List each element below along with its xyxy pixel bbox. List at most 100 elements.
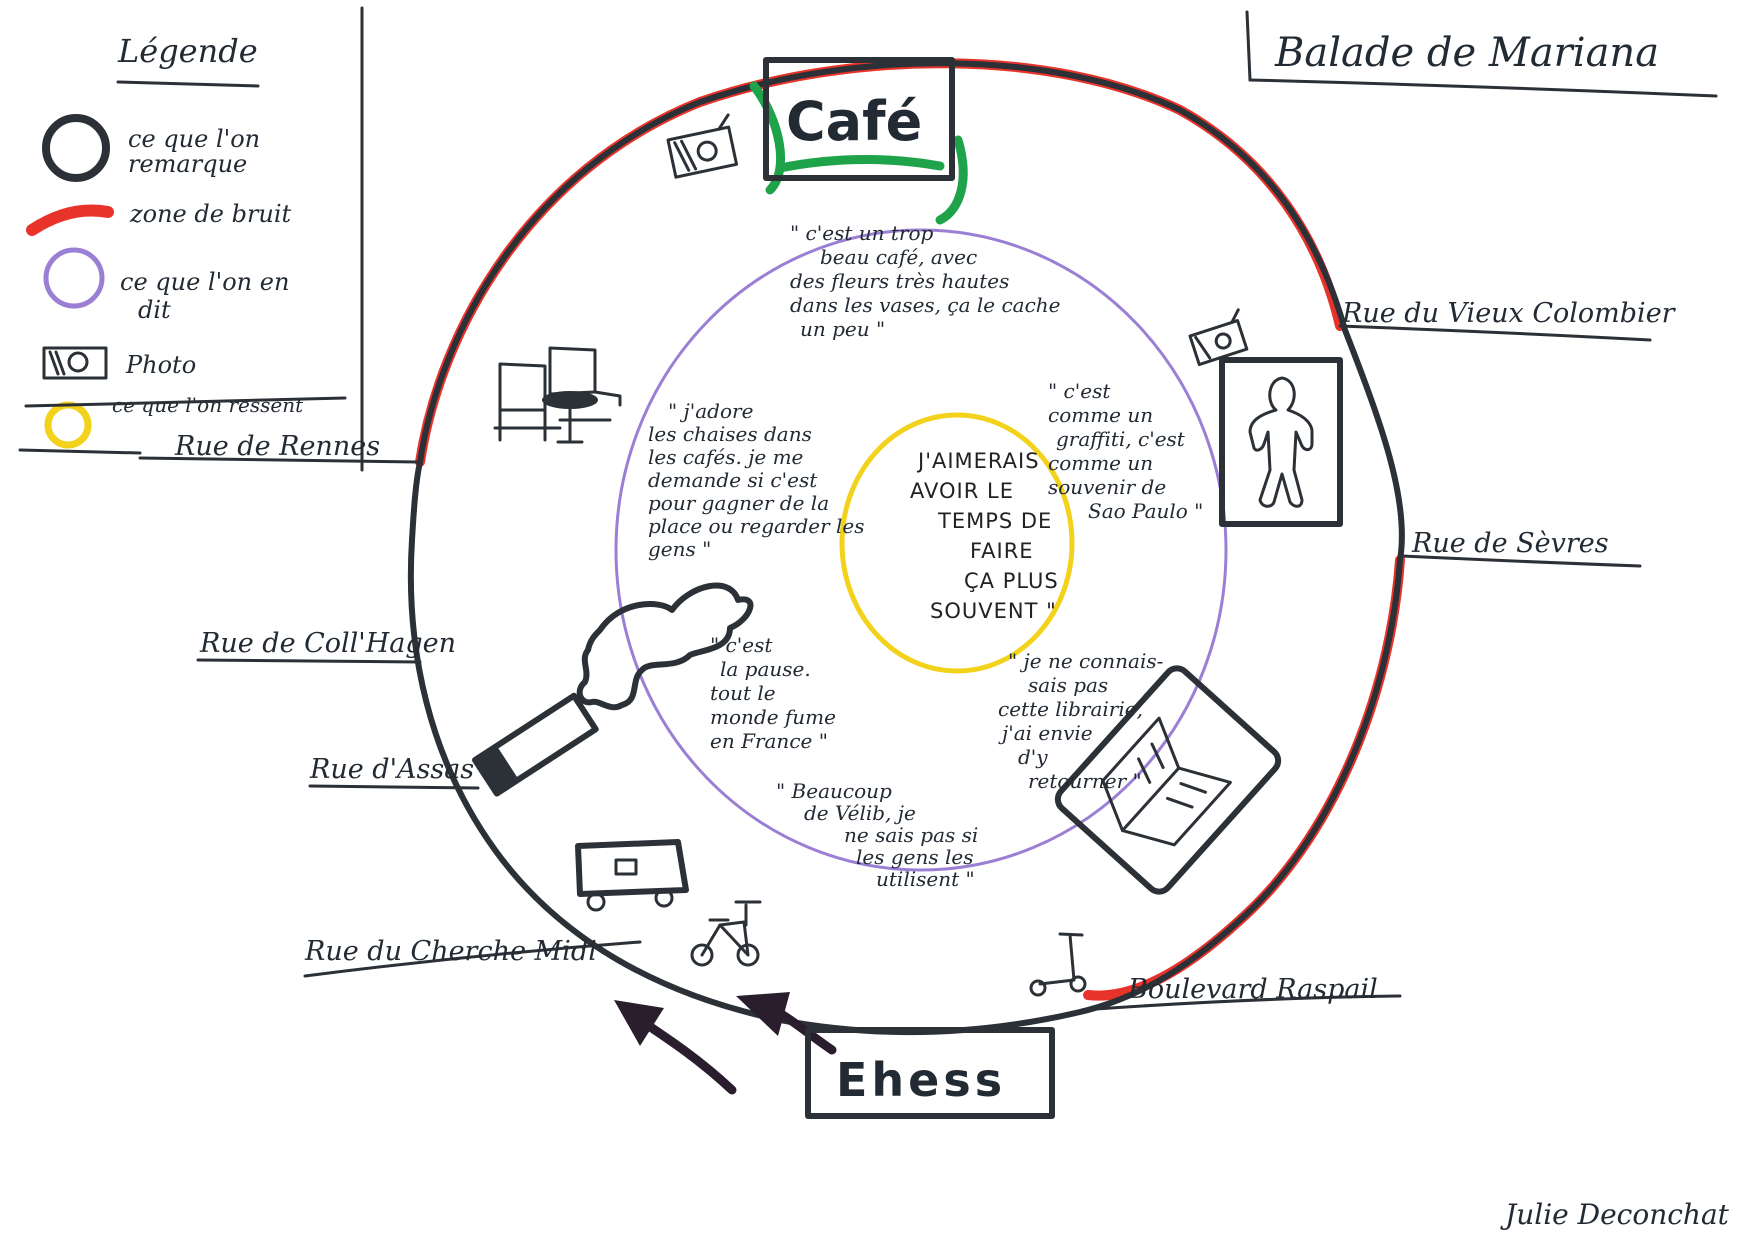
felt-circle bbox=[839, 412, 1075, 674]
book-shop-icon bbox=[1054, 665, 1282, 895]
velib-bike-icon bbox=[575, 839, 689, 912]
quote-chaises-line: les cafés. je me bbox=[648, 445, 803, 469]
street-label-assas: Rue d'Assas bbox=[309, 754, 474, 785]
street-label-vieux-colombier: Rue du Vieux Colombier bbox=[1341, 298, 1677, 329]
legend-heading: Légende bbox=[117, 32, 258, 70]
scooter-icon bbox=[1029, 932, 1087, 997]
quote-pause-line: la pause. bbox=[720, 657, 811, 681]
legend-noise-label: zone de bruit bbox=[129, 200, 292, 228]
street-line-sevres bbox=[1400, 554, 1642, 568]
legend-said-label-2: dit bbox=[138, 296, 171, 324]
cafe-place: Café bbox=[749, 57, 968, 225]
camera-icon bbox=[1188, 308, 1249, 367]
ehess-label: Ehess bbox=[836, 1053, 1006, 1107]
cafe-box bbox=[763, 57, 955, 181]
quote-velib-line: utilisent " bbox=[876, 867, 975, 891]
arrow-icon bbox=[736, 992, 837, 1055]
legend-camera-icon bbox=[42, 346, 108, 380]
quote-velib-line: ne sais pas si bbox=[844, 823, 978, 847]
legend-photo-label: Photo bbox=[125, 351, 196, 379]
quote-graffiti-line: Sao Paulo " bbox=[1088, 499, 1203, 523]
feeling-line-line: ÇA PLUS bbox=[964, 569, 1059, 593]
quote-librairie-line: d'y bbox=[1018, 745, 1048, 769]
street-line-vieux-colombier bbox=[1338, 324, 1652, 342]
legend-felt-label: ce que l'on ressent bbox=[112, 393, 304, 417]
quote-graffiti-line: souvenir de bbox=[1048, 475, 1166, 499]
feeling-line: J'AIMERAIS AVOIR LE TEMPS DE FAIRE ÇA PLUS SO… bbox=[910, 449, 1059, 623]
legend-heading-underline bbox=[116, 80, 260, 88]
legend-remark-label: ce que l'on bbox=[128, 125, 260, 153]
bench-icon bbox=[472, 692, 599, 797]
quote-librairie-line: sais pas bbox=[1028, 673, 1108, 697]
feeling-quote: J'AIMERAIS AVOIR LE TEMPS DE FAIRE ÇA PLUS SO… bbox=[910, 449, 1059, 623]
quote-pause-line: tout le bbox=[710, 681, 776, 705]
feeling-line-line: J'AIMERAIS bbox=[916, 449, 1040, 473]
quote-velib-line: " Beaucoup bbox=[776, 779, 892, 803]
feeling-line-line: AVOIR LE bbox=[910, 479, 1014, 503]
quote-pause-line: " c'est bbox=[710, 633, 773, 657]
cloud-smoke-icon bbox=[576, 582, 754, 711]
quote-graffiti-line: " c'est bbox=[1048, 379, 1111, 403]
quote-velib-line: de Vélib, je bbox=[804, 801, 916, 825]
legend-said-circle-icon bbox=[43, 247, 105, 309]
plant-right bbox=[935, 135, 968, 225]
street-line-rennes bbox=[138, 456, 420, 464]
quote-pause-line: monde fume bbox=[710, 705, 836, 729]
legend-remark-label-2: remarque bbox=[128, 150, 247, 178]
street-line-assas bbox=[308, 784, 480, 790]
page-title: Balade de Mariana bbox=[1274, 30, 1659, 76]
quote-cafe-line: des fleurs très hautes bbox=[790, 269, 1009, 293]
quote-velib-line: les gens les bbox=[856, 845, 974, 869]
quote-librairie-line: " je ne connais- bbox=[1008, 649, 1164, 673]
street-label-sevres: Rue de Sèvres bbox=[1411, 528, 1609, 559]
quote-cafe-line: beau café, avec bbox=[820, 245, 977, 269]
title-block: Balade de Mariana bbox=[1245, 10, 1718, 98]
quote-chaises-line: demande si c'est bbox=[648, 468, 818, 492]
quote-graffiti-line: graffiti, c'est bbox=[1056, 427, 1186, 451]
quote-chaises-line: les chaises dans bbox=[648, 422, 812, 446]
quote-chaises-line: pour gagner de la bbox=[648, 491, 829, 515]
legend: Légende ce que l'on remarque zone de bru… bbox=[18, 6, 364, 472]
walk-outer-circle bbox=[407, 60, 1405, 1036]
quote-chaises-line: place ou regarder les bbox=[648, 514, 865, 538]
quote-cafe-line: dans les vases, ça le cache bbox=[790, 293, 1061, 317]
title-underline bbox=[1248, 78, 1718, 98]
arrow-icon bbox=[614, 1000, 737, 1095]
plant-bottom bbox=[775, 154, 945, 173]
quote-pause-line: en France " bbox=[710, 729, 828, 753]
legend-bottom-rule bbox=[18, 448, 142, 455]
street-label-copenhague: Rue de Coll'Hagen bbox=[199, 628, 456, 659]
legend-felt-circle-icon bbox=[44, 401, 92, 449]
feeling-line-line: SOUVENT " bbox=[930, 599, 1057, 623]
feeling-line-line: FAIRE bbox=[970, 539, 1034, 563]
ehess-place: Ehess bbox=[805, 1027, 1055, 1119]
legend-felt-strike bbox=[24, 396, 347, 408]
author-signature: Julie Deconchat bbox=[1500, 1198, 1730, 1231]
quote-chaises-line: " j'adore bbox=[668, 399, 753, 423]
cafe-label: Café bbox=[786, 90, 922, 153]
quote-librairie-line: cette librairie, bbox=[998, 697, 1143, 721]
said-circle bbox=[614, 228, 1228, 872]
quote-librairie-line: j'ai envie bbox=[998, 721, 1093, 745]
street-line-copenhague bbox=[196, 658, 422, 664]
quote-librairie-line: retourner " bbox=[1028, 769, 1142, 793]
legend-remark-circle-icon bbox=[42, 114, 110, 182]
street-label-cherche-midi: Rue du Cherche Midi bbox=[304, 936, 597, 967]
feeling-line-line: TEMPS DE bbox=[937, 509, 1052, 533]
quote-graffiti-line: comme un bbox=[1048, 451, 1153, 475]
velib-bike-icon bbox=[690, 900, 762, 967]
camera-icon bbox=[666, 113, 739, 179]
street-line-raspail bbox=[1080, 994, 1402, 1012]
quote-cafe-line: un peu " bbox=[800, 317, 885, 341]
quote-graffiti-line: comme un bbox=[1048, 403, 1153, 427]
street-label-rennes: Rue de Rennes bbox=[174, 431, 380, 462]
street-label-raspail: Boulevard Raspail bbox=[1127, 974, 1378, 1005]
